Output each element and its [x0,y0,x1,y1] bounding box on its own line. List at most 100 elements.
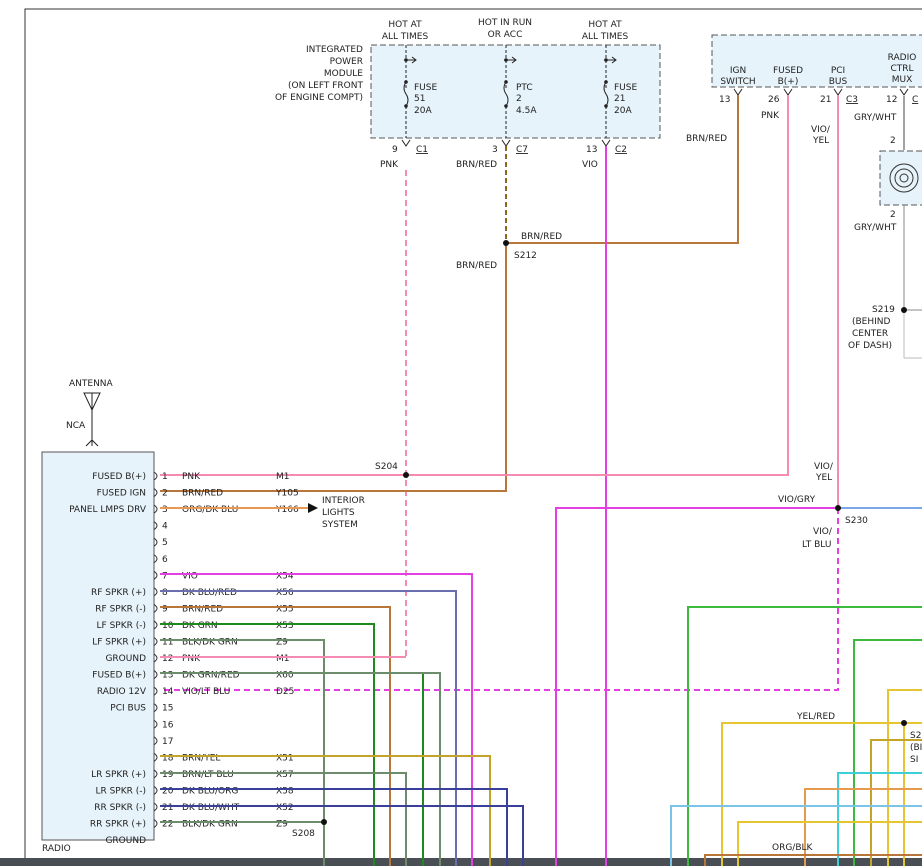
wire-dkbluorg-pin20 [160,788,508,866]
arrow-icon [308,503,318,513]
radio-function-label: FUSED IGN [97,489,146,499]
svg-text:3: 3 [492,145,498,155]
svg-text:13: 13 [586,145,597,155]
fuse-21: FUSE 21 20A [603,45,637,138]
power-source-labels: HOT AT ALL TIMES HOT IN RUN OR ACC HOT A… [382,18,629,42]
radio-pin-number: 22 [162,820,173,830]
svg-text:20A: 20A [614,106,632,116]
svg-text:SI: SI [910,755,918,765]
svg-text:POWER: POWER [330,57,363,67]
s204-splice-dot [403,472,409,478]
right-partial-labels: YEL/RED ORG/BLK S2 (BI SI [772,712,922,853]
svg-text:9: 9 [392,145,398,155]
radio-pin-number: 10 [162,621,174,631]
svg-text:FUSED: FUSED [773,66,803,76]
bottom-bar [0,858,922,866]
wire-color-label: DK BLU/ORG [182,786,238,796]
svg-text:MUX: MUX [892,75,913,85]
circuit-id-label: X54 [276,571,294,581]
radio-function-label: GROUND [105,836,146,846]
connector-pin-mark [153,570,158,580]
radio-pin-number: 11 [162,638,173,648]
svg-text:SYSTEM: SYSTEM [322,520,358,530]
connector-pin-mark [153,670,158,680]
radio-pin-number: 6 [162,555,168,565]
hot-in-run-l2: OR ACC [488,30,523,40]
radio-pin-number: 1 [162,472,168,482]
circuit-id-label: Z9 [276,820,288,830]
wire-color-label: PNK [182,472,201,482]
ptc-2: PTC 2 4.5A [503,45,537,138]
svg-text:YEL: YEL [812,136,829,146]
svg-text:(BI: (BI [910,743,922,753]
radio-function-label: RF SPKR (+) [91,588,146,598]
wire-violtblu-pci [160,508,839,691]
radio-function-label: PANEL LMPS DRV [69,505,147,515]
svg-text:FUSE: FUSE [614,83,637,93]
svg-text:BRN/RED: BRN/RED [521,232,562,242]
radio-function-label: RR SPKR (+) [90,820,146,830]
radio-function-label: PCI BUS [110,704,146,714]
radio-function-label: LF SPKR (-) [97,621,146,631]
radio-pin-number: 19 [162,770,174,780]
svg-text:21: 21 [614,94,625,104]
wire-color-label: BLK/DK GRN [182,638,238,648]
wire-viogry [555,507,838,866]
wire-yellow3-right [870,739,922,866]
wire-dkblured-pin8 [160,590,457,866]
hot-in-run-l1: HOT IN RUN [478,18,532,28]
circuit-id-label: X56 [276,588,294,598]
svg-text:ORG/BLK: ORG/BLK [772,843,814,853]
hot-at-all-times-1-l1: HOT AT [388,20,422,30]
diagram-frame [24,8,922,862]
svg-text:BRN/RED: BRN/RED [686,134,727,144]
connector-pin-mark [153,802,158,812]
svg-text:S204: S204 [375,462,398,472]
wire-color-label: VIO [182,571,198,581]
wire-green2-right [853,639,922,866]
connector-pin-mark [153,752,158,762]
connector-pin-mark [153,686,158,696]
circuit-id-label: D25 [276,687,294,697]
connector-pin-mark [153,819,158,828]
connector-pin-mark [153,620,158,630]
connector-pin-mark [153,719,158,729]
svg-text:BRN/RED: BRN/RED [456,160,497,170]
wire-dkbluwht-pin21 [160,805,524,866]
radio-function-label: FUSED B(+) [92,671,146,681]
hot-at-all-times-2-l1: HOT AT [588,20,622,30]
wire-brnltblu-pin19 [160,772,407,866]
connector-pin-mark [153,786,158,795]
wire-color-label: DK GRN [182,621,218,631]
svg-text:LT BLU: LT BLU [802,540,831,550]
svg-text:C7: C7 [516,145,528,155]
radio-function-label: GROUND [105,654,146,664]
radio-pin-number: 20 [162,786,174,796]
circuit-id-label: Z9 [276,638,288,648]
wire-orange-right [804,788,922,866]
clockspring-component: 2 2 GRY/WHT S219 (BEHIND CENTER OF DASH) [848,96,922,359]
wire-orgblk-right [704,854,922,866]
radio-pin-number: 8 [162,588,168,598]
radio-function-label: FUSED B(+) [92,472,146,482]
antenna-label: ANTENNA [69,379,114,389]
wire-dkgrn-pin10 [160,623,375,866]
wire-violtblu2 [160,672,441,866]
wire-color-label: DK BLU/WHT [182,803,240,813]
circuit-id-label: X58 [276,786,294,796]
svg-text:51: 51 [414,94,425,104]
svg-text:VIO/: VIO/ [814,462,834,472]
svg-text:BRN/RED: BRN/RED [456,261,497,271]
connector-pin-mark [153,471,158,481]
svg-text:2: 2 [890,136,896,146]
wire-color-label: BRN/RED [182,489,223,499]
ipm-connector-pins: 9 C1 3 C7 13 C2 PNK BRN/RED VIO [380,139,627,170]
connector-pin-mark [153,769,158,779]
radio-pin-number: 2 [162,489,168,499]
s208-label: S208 [292,829,315,839]
right-module-labels: IGN SWITCH FUSED B(+) PCI BUS RADIO CTRL… [720,53,916,87]
radio-pin-number: 7 [162,571,168,581]
svg-text:2: 2 [516,94,522,104]
svg-text:YEL: YEL [815,473,832,483]
svg-text:(ON LEFT FRONT: (ON LEFT FRONT [288,81,364,91]
